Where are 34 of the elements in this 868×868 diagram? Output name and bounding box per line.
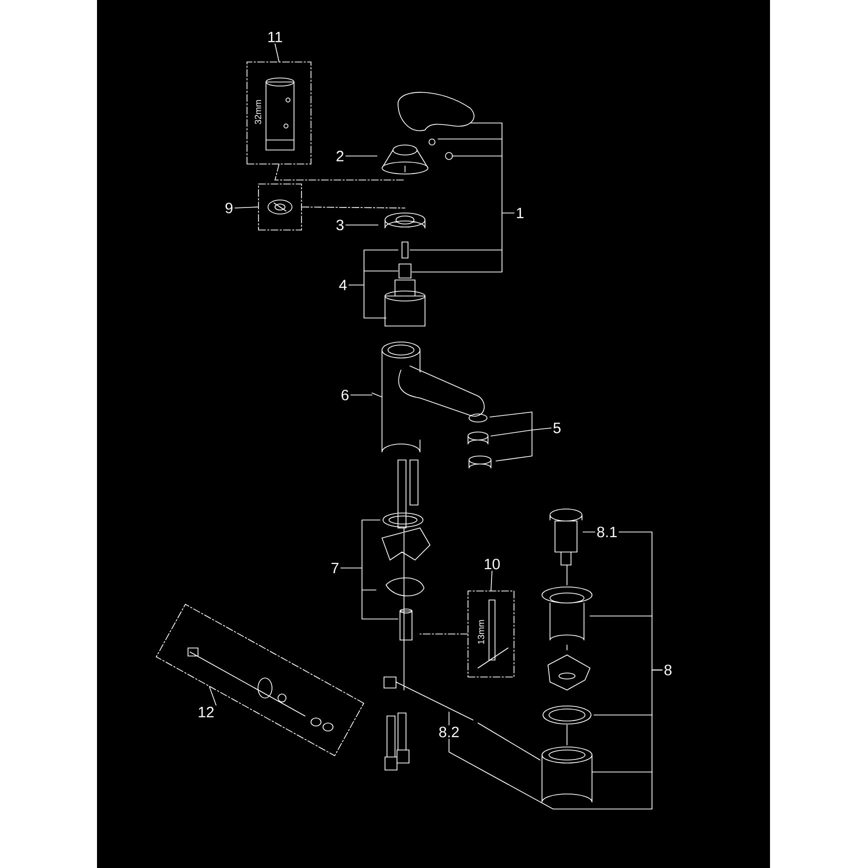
callout-number: 12 [198,706,214,718]
callout-number: 1 [516,208,524,218]
leader-line [340,520,398,620]
alignment-line [302,206,406,208]
callout-number: 5 [553,422,561,434]
callout-number: 3 [336,220,344,230]
leader-line [448,712,450,726]
dashed-frame [468,590,514,678]
dashed-frame [258,184,302,230]
callout-number: 8 [664,664,672,676]
leader-line [350,394,372,396]
dimension-label: 13mm [478,620,484,644]
callout-number: 8.2 [439,726,459,738]
leader-line [345,224,378,226]
callout-number: 7 [332,562,338,574]
leader-line [490,570,492,591]
callout-number: 11 [268,32,282,42]
dimension-label: 32mm [254,100,262,124]
callout-number: 8.1 [597,526,617,538]
alignment-line [274,164,406,180]
leader-line [348,250,398,318]
leader-line [209,686,216,706]
leader-line [274,43,280,62]
callout-number: 10 [484,558,500,570]
callout-number: 9 [226,202,232,214]
callout-number: 2 [336,150,344,162]
leader-line [590,616,663,772]
dashed-frame [246,62,312,164]
leader-line [490,412,552,462]
leader-line [234,206,258,208]
leader-line [410,122,515,272]
callout-number: 4 [339,280,347,290]
callout-number: 6 [342,390,349,400]
dashed-frame [156,604,364,756]
